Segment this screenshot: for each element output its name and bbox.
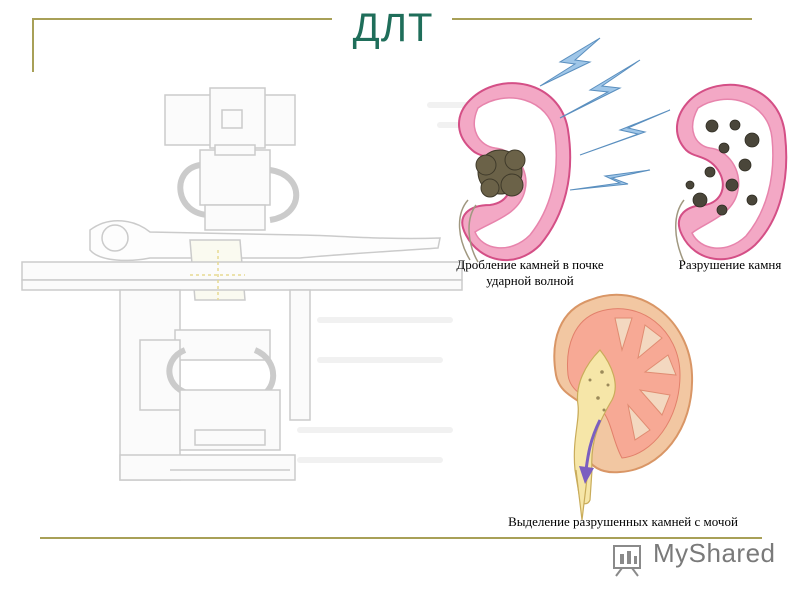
kidney-shockwave-illustration — [458, 37, 671, 263]
kidney-stone-icon — [475, 149, 526, 198]
caption-destruction: Разрушение камня — [678, 257, 782, 272]
logo-text: MyShared — [653, 538, 776, 568]
frame-top-left-line — [32, 18, 332, 20]
lithotripter-machine-illustration — [21, 87, 463, 481]
frame-left-vertical-line — [32, 18, 34, 72]
frame-bottom-line — [40, 537, 762, 539]
frame-top-right-line — [452, 18, 752, 20]
shockwave-bolt-icon — [539, 37, 671, 191]
slide-title: ДЛТ — [352, 6, 434, 50]
stone-fragments-icon — [685, 119, 760, 216]
caption-crushing: Дробление камней в почке ударной волной — [456, 257, 604, 288]
caption-excretion: Выделение разрушенных камней с мочой — [508, 514, 738, 529]
kidney-cross-section-illustration — [553, 293, 694, 521]
myshared-logo-icon — [613, 545, 641, 577]
faded-background-lines — [297, 102, 483, 463]
myshared-logo: MyShared — [605, 536, 775, 576]
kidney-fragmented-stone-illustration — [675, 83, 788, 263]
